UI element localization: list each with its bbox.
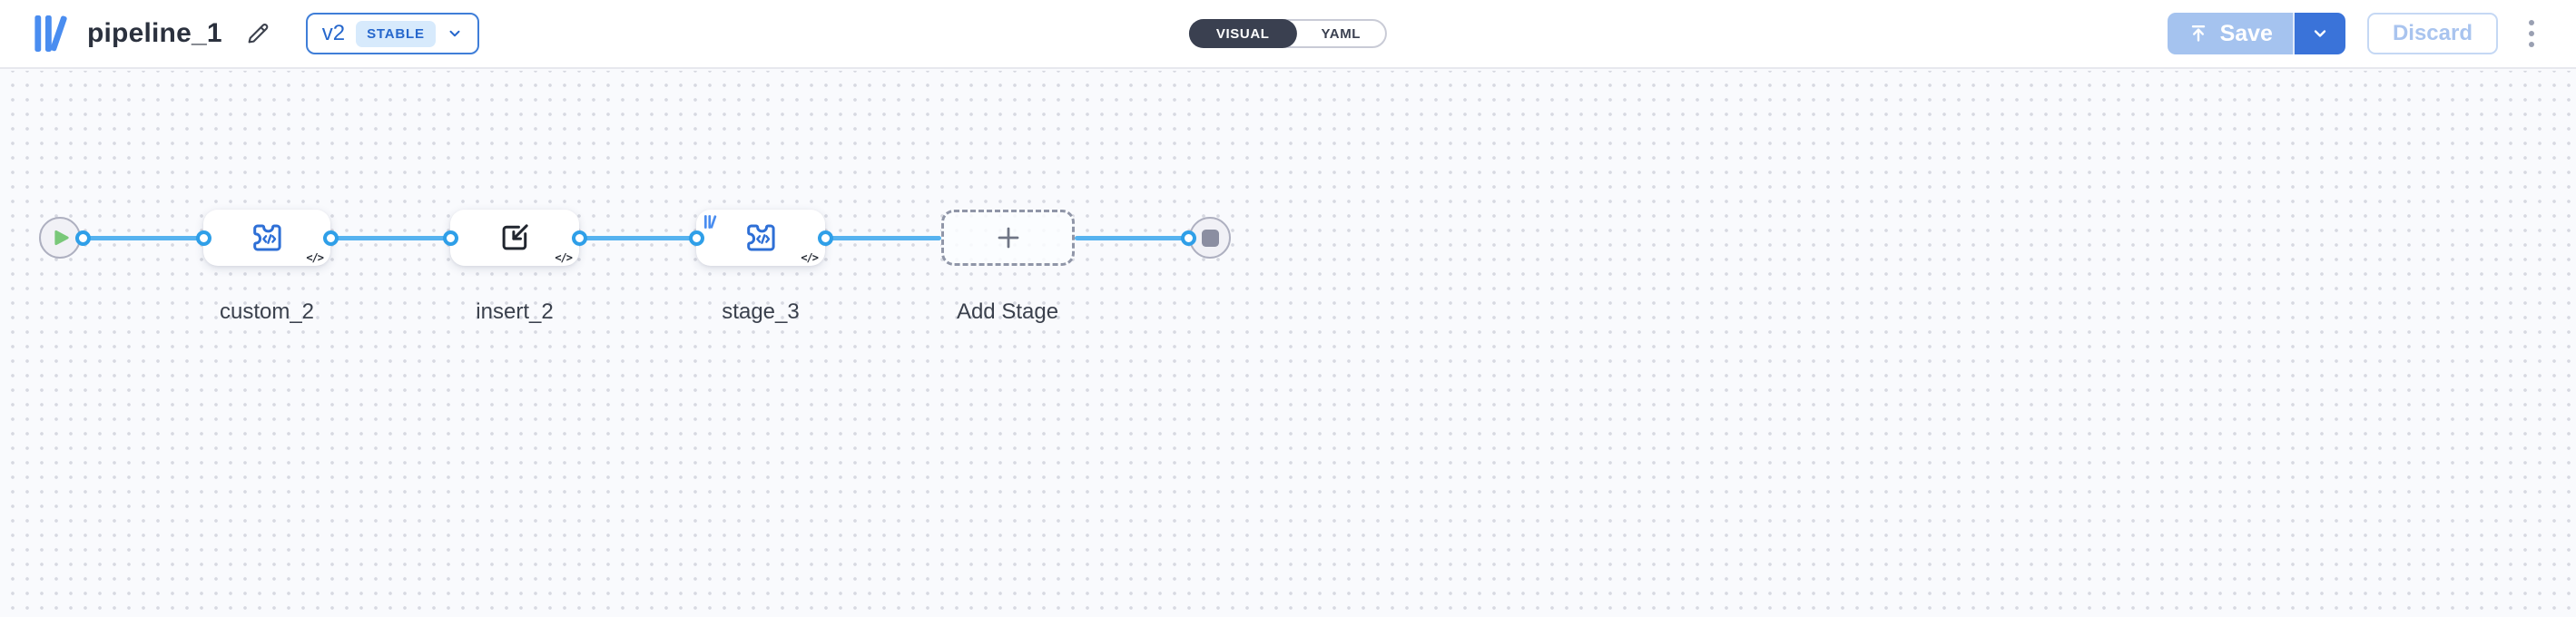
pipeline-canvas[interactable]: </> </> </: [0, 71, 2576, 617]
chevron-down-icon: [447, 25, 463, 42]
pencil-icon: [244, 20, 271, 47]
version-status-badge: STABLE: [356, 20, 436, 47]
chevron-down-icon: [2311, 24, 2329, 43]
page-title: pipeline_1: [87, 18, 222, 48]
save-options-button[interactable]: [2294, 13, 2345, 54]
view-mode-toggle: VISUAL YAML: [1188, 19, 1388, 48]
library-icon: [33, 13, 69, 54]
edit-title-button[interactable]: [241, 16, 275, 51]
edge-line: [330, 235, 450, 240]
connection-handle[interactable]: [322, 230, 339, 246]
puzzle-code-icon: [743, 220, 778, 255]
connection-handle[interactable]: [571, 230, 587, 246]
header-right-group: Save Discard: [2167, 13, 2543, 54]
save-button[interactable]: Save: [2167, 13, 2295, 54]
add-stage-button[interactable]: [941, 210, 1075, 266]
version-label: v2: [321, 21, 346, 45]
connection-handle[interactable]: [817, 230, 833, 246]
stage-label: custom_2: [219, 299, 315, 324]
insert-icon: [497, 220, 532, 255]
connection-handle[interactable]: [1180, 230, 1196, 246]
header-left-group: pipeline_1 v2 STABLE: [33, 13, 479, 54]
connection-handle[interactable]: [442, 230, 458, 246]
save-split-button: Save: [2167, 13, 2345, 54]
pipeline-end-node[interactable]: [1189, 217, 1231, 259]
plus-icon: [995, 224, 1022, 251]
stage-label: insert_2: [476, 299, 554, 324]
code-badge: </>: [306, 251, 324, 264]
save-button-label: Save: [2219, 20, 2273, 46]
edge-line: [579, 235, 696, 240]
connection-handle[interactable]: [688, 230, 704, 246]
discard-button[interactable]: Discard: [2366, 13, 2498, 54]
upload-icon: [2188, 23, 2209, 44]
code-badge: </>: [801, 251, 819, 264]
stage-node-insert_2[interactable]: </>: [450, 210, 579, 266]
stop-icon: [1201, 229, 1219, 247]
play-icon: [53, 228, 71, 248]
puzzle-code-icon: [250, 220, 284, 255]
edge-line: [83, 235, 203, 240]
kebab-menu-icon[interactable]: [2520, 15, 2543, 53]
version-selector[interactable]: v2 STABLE: [305, 13, 479, 54]
stage-node-stage_3[interactable]: </>: [696, 210, 825, 266]
tab-visual[interactable]: VISUAL: [1188, 19, 1297, 48]
connection-handle[interactable]: [74, 230, 91, 246]
stage-node-custom_2[interactable]: </>: [203, 210, 330, 266]
edge-line: [1075, 235, 1188, 240]
tab-yaml[interactable]: YAML: [1321, 25, 1362, 42]
edge-line: [825, 235, 941, 240]
header-bar: pipeline_1 v2 STABLE VISUAL YAML: [0, 0, 2576, 69]
stage-label: stage_3: [722, 299, 800, 324]
library-badge-icon: [703, 214, 717, 230]
connection-handle[interactable]: [195, 230, 211, 246]
code-badge: </>: [555, 251, 573, 264]
add-stage-label: Add Stage: [956, 299, 1059, 324]
